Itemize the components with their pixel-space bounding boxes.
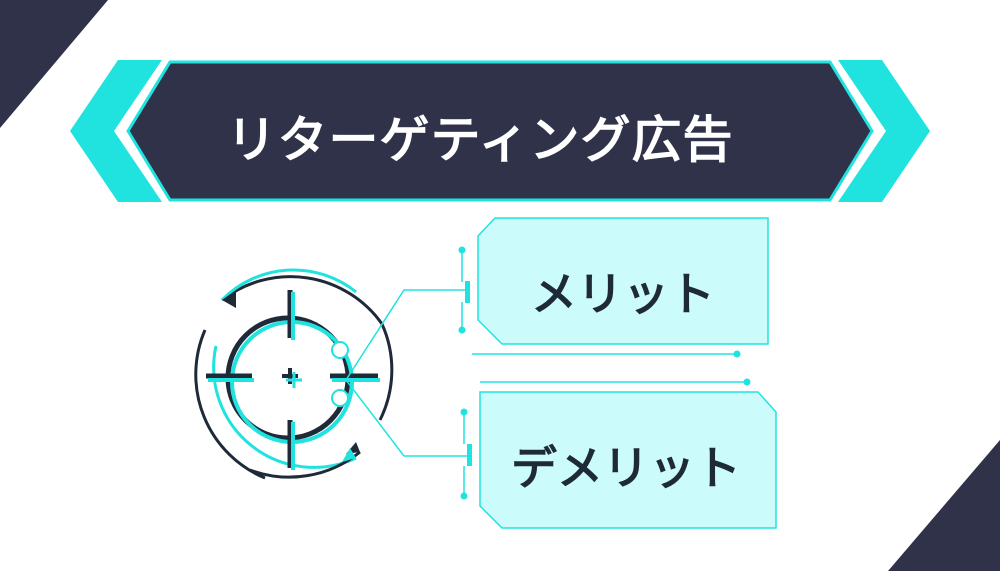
corner-triangle-top-left (0, 0, 108, 128)
title-banner (126, 60, 874, 202)
page-title: リターゲティング広告 (226, 111, 734, 169)
merit-card (458, 217, 769, 358)
connector-line-merit (345, 289, 470, 381)
demerit-card (460, 378, 777, 529)
corner-triangle-bottom-right (888, 440, 1000, 571)
connector-line-demerit (345, 379, 470, 457)
demerit-label: デメリット (511, 441, 741, 495)
merit-label: メリット (531, 267, 715, 321)
chevron-right-icon (838, 60, 930, 202)
chevron-left-icon (70, 60, 162, 202)
crosshair-target-icon (194, 268, 394, 480)
